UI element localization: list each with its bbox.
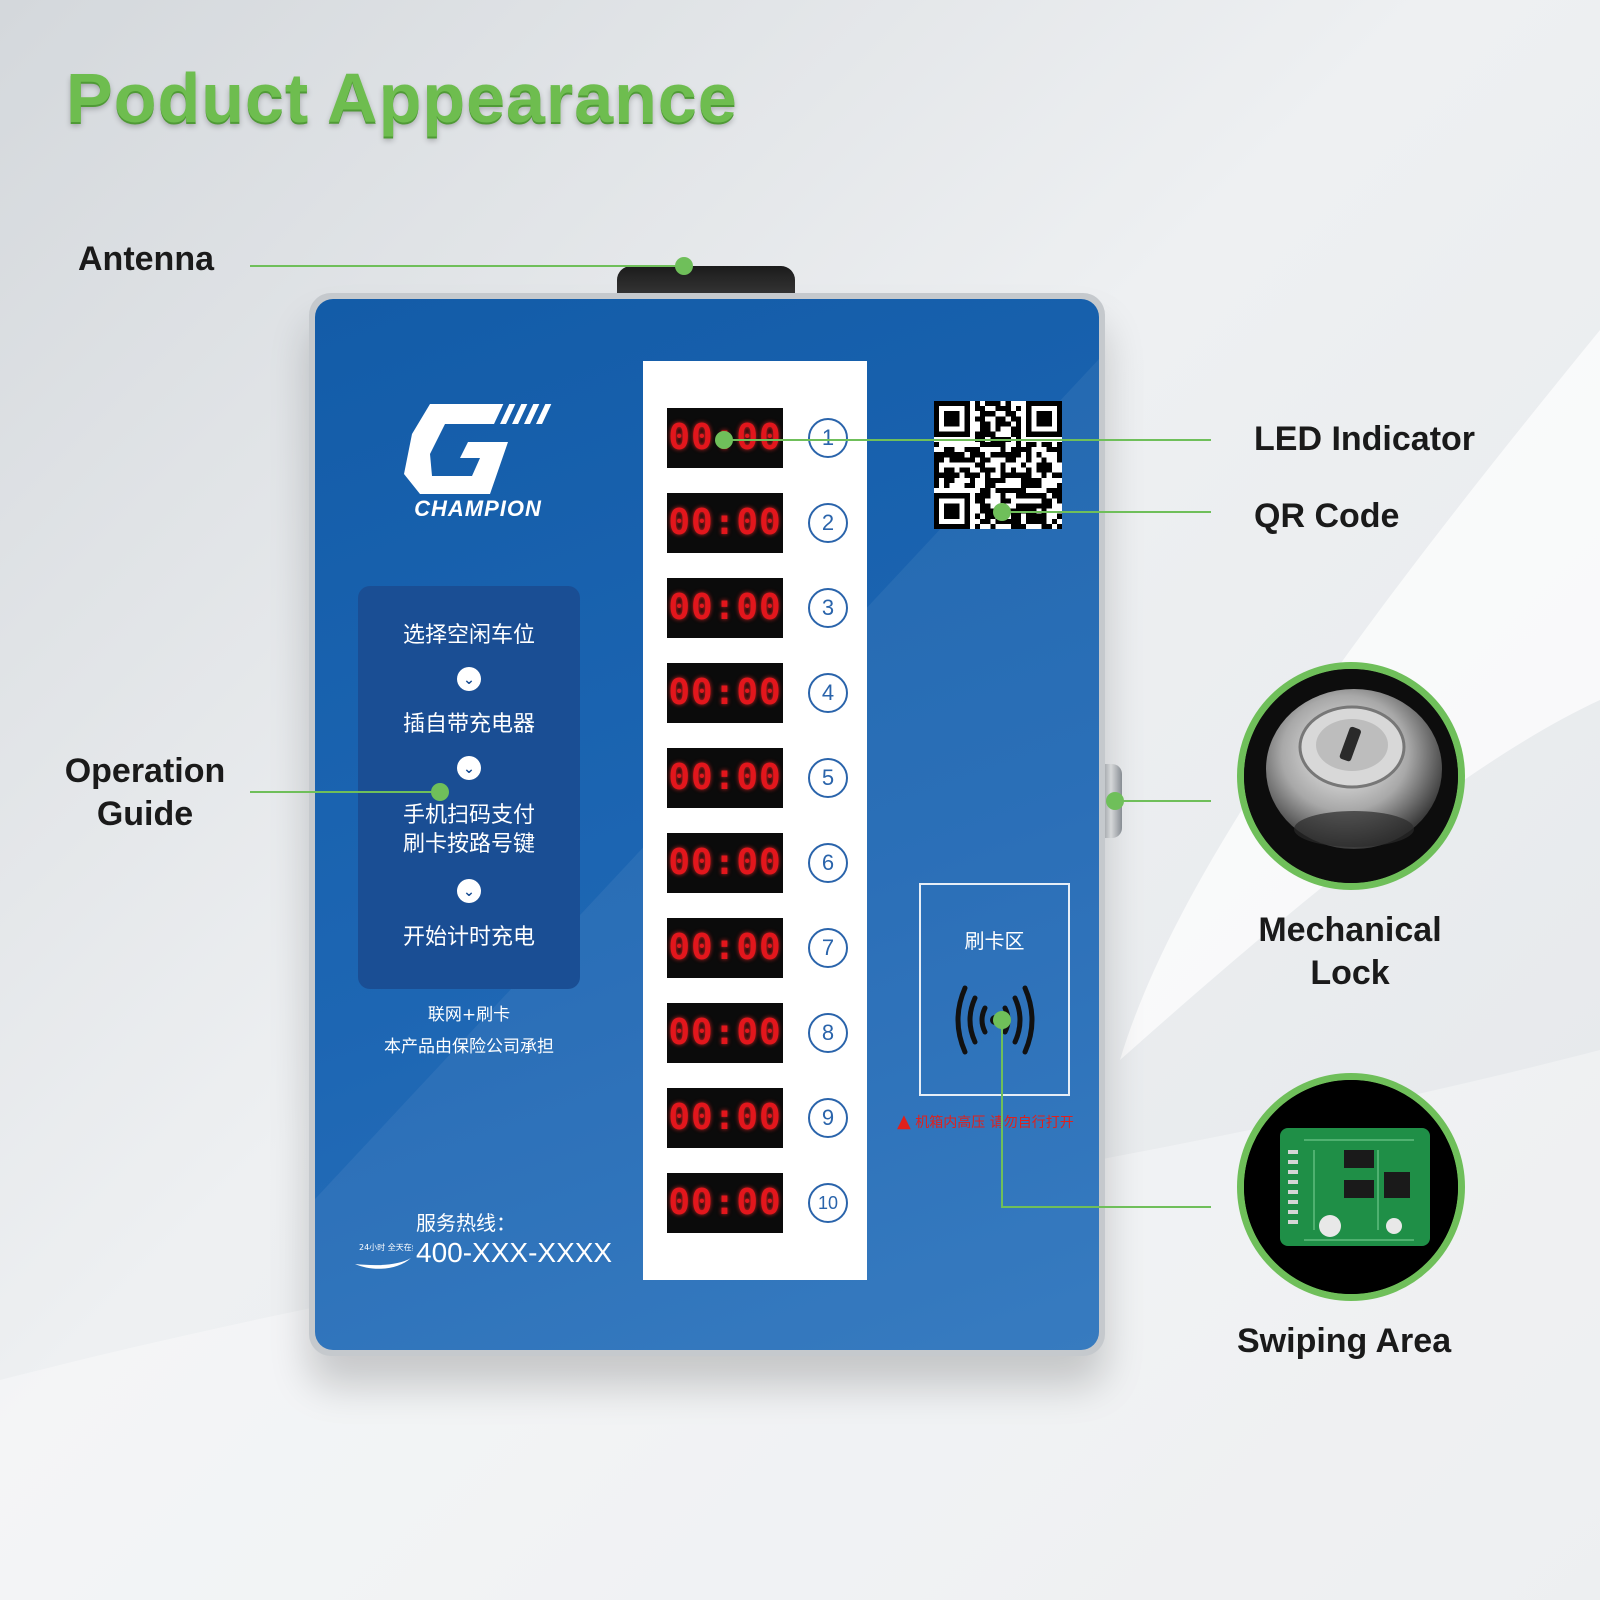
charging-slot: 00:00 4 [643,663,867,723]
guide-step: 开始计时充电 [402,925,535,950]
antenna-leader-line [250,265,684,267]
mechanical-lock-label: Mechanical Lock [1258,911,1442,992]
swipe-marker [993,1011,1011,1029]
charging-slot: 00:00 5 [643,748,867,808]
slot-number[interactable]: 8 [808,1013,848,1053]
charging-slot: 00:00 8 [643,1003,867,1063]
guide-step: 选择空闲车位 [402,623,535,648]
swiping-area-photo [1237,1073,1465,1301]
chevron-down-icon: ⌄ [457,756,481,780]
lock-leader-line [1115,800,1211,802]
card-swipe-area[interactable]: 刷卡区 [919,883,1070,1096]
led-timer: 00:00 [667,1003,783,1063]
network-note: 联网+刷卡 [427,1005,511,1025]
led-timer: 00:00 [667,1088,783,1148]
swipe-leader-line [1001,1206,1211,1208]
chevron-down-icon: ⌄ [457,879,481,903]
led-timer: 00:00 [667,663,783,723]
slot-number[interactable]: 7 [808,928,848,968]
led-timer: 00:00 [667,918,783,978]
slot-number[interactable]: 9 [808,1098,848,1138]
slot-number[interactable]: 5 [808,758,848,798]
warning-text: 机箱内高压 请勿自行打开 [915,1115,1074,1131]
page-title: Poduct Appearance [66,59,738,137]
slot-number[interactable]: 4 [808,673,848,713]
swiping-area-label: Swiping Area [1237,1322,1452,1360]
slot-number[interactable]: 2 [808,503,848,543]
antenna-label: Antenna [78,240,214,278]
chevron-down-icon: ⌄ [457,667,481,691]
lock-marker [1106,792,1124,810]
charging-slot: 00:001 [643,408,867,468]
guide-step: 手机扫码支付 刷卡按路号键 [402,803,535,857]
led-timer: 00:00 [667,833,783,893]
warning-triangle-icon: ▲ [897,1111,911,1132]
charging-slot: 00:00 7 [643,918,867,978]
guide-marker [431,783,449,801]
slot-number[interactable]: 3 [808,588,848,628]
mechanical-lock-photo [1237,662,1465,890]
led-marker [715,431,733,449]
guide-leader-line [250,791,440,793]
hotline-label: 服务热线： [416,1211,516,1235]
led-timer: 00:00 [667,578,783,638]
antenna-marker [675,257,693,275]
slot-number[interactable]: 6 [808,843,848,883]
slot-number[interactable]: 1 [808,418,848,458]
guide-step: 插自带充电器 [402,712,535,737]
charging-station: CHAMPION 选择空闲车位 ⌄ 插自带充电器 ⌄ 手机扫码支付 刷卡按路号键… [315,299,1099,1350]
charging-slot: 00:00 2 [643,493,867,553]
led-timer: 00:00 [667,493,783,553]
led-timer: 00:00 [667,1173,783,1233]
brand-name: CHAMPION [414,496,542,521]
led-panel: 00:00100:00200:00300:00400:00500:00600:0… [643,361,867,1280]
slot-number[interactable]: 10 [808,1183,848,1223]
qr-leader-line [1002,511,1211,513]
qr-code-label: QR Code [1254,497,1400,535]
qr-marker [993,503,1011,521]
charging-slot: 00:00 3 [643,578,867,638]
hotline-badge-icon: 24小时 全天在线 [355,1242,413,1269]
high-voltage-warning: ▲ 机箱内高压 请勿自行打开 [897,1111,1074,1132]
circuit-board-icon [1244,1080,1458,1294]
key-lock-icon [1244,669,1458,883]
charging-slot: 00:00 10 [643,1173,867,1233]
charging-slot: 00:00 9 [643,1088,867,1148]
led-timer: 00:00 [667,748,783,808]
swipe-area-label: 刷卡区 [964,929,1025,953]
charging-slot: 00:00 6 [643,833,867,893]
swipe-leader-vertical [1001,1020,1003,1208]
operation-guide-label: Operation Guide [64,752,226,833]
led-indicator-label: LED Indicator [1254,420,1476,458]
insurance-note: 本产品由保险公司承担 [384,1037,554,1057]
champion-logo-icon [404,404,552,494]
hotline-number: 400-XXX-XXXX [416,1237,613,1268]
led-leader-line [724,439,1211,441]
hotline-badge-text: 24小时 全天在线 [359,1242,413,1252]
operation-guide-panel: 选择空闲车位 ⌄ 插自带充电器 ⌄ 手机扫码支付 刷卡按路号键 ⌄ 开始计时充电 [358,586,580,989]
